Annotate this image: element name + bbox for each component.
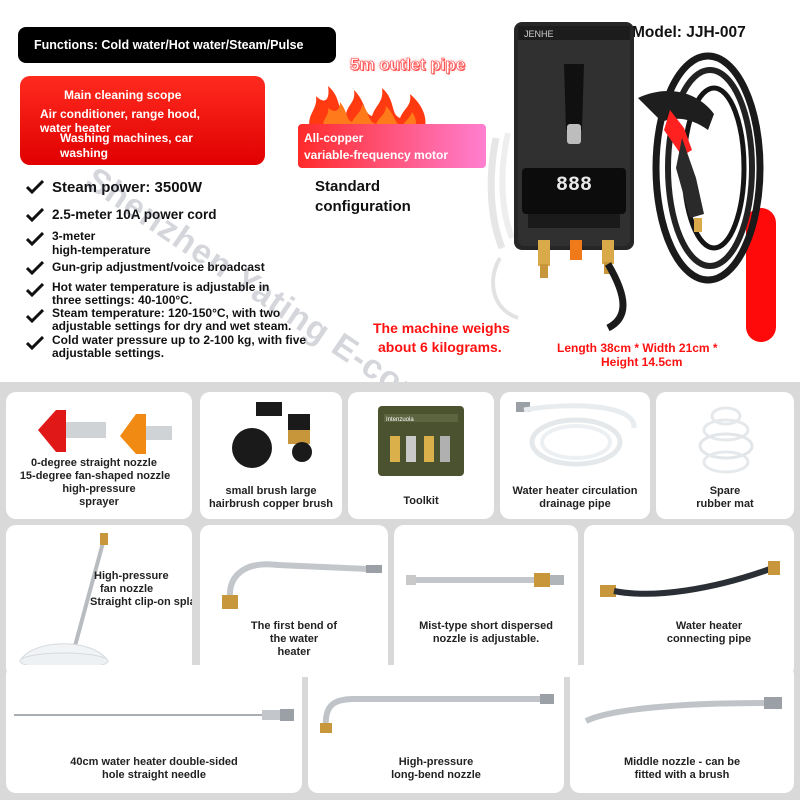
flame-icon [309,86,426,130]
nozzles-caption-3: high-pressure [62,483,136,495]
accessory-fan-nozzle: High-pressure fan nozzle Straight clip-o… [6,525,192,677]
weight-line-2: about 6 kilograms. [378,339,502,355]
middle-caption-2: fitted with a brush [634,769,730,781]
scope-title: Main cleaning scope [64,88,182,102]
feature-power-cord: 2.5-meter 10A power cord [52,207,217,222]
drain-pipe-image [516,402,637,467]
toolkit-image: Intenzuola [378,406,464,476]
nozzles-caption-2: 15-degree fan-shaped nozzle [19,470,171,482]
rubber-mat-image [698,406,754,474]
toolkit-caption: Toolkit [403,495,439,507]
feature-cold-pressure-2: adjustable settings. [52,346,165,360]
check-icon [26,336,44,350]
long-bend-image [320,694,554,733]
machine-display: 888 [556,174,592,197]
mist-caption-2: nozzle is adjustable. [432,633,540,645]
nozzles-caption-1: 0-degree straight nozzle [31,457,157,469]
accessory-toolkit: Intenzuola Toolkit [348,392,494,519]
accessory-connecting-pipe: Water heater connecting pipe [584,525,794,677]
middle-nozzle-image [584,697,782,724]
brush-caption-2: hairbrush copper brush [208,498,334,510]
scope-line-2: water heater [40,121,111,135]
accessory-brushes: small brush large hairbrush copper brush [200,392,342,519]
bend-caption-2: the water [269,633,319,645]
check-icon [26,180,44,194]
straight-needle-image [14,709,294,721]
dimensions-line-2: Height 14.5cm [601,355,683,369]
feature-steam-temp-1: Steam temperature: 120-150°C, with two [52,306,281,320]
scope-line-1: Air conditioner, range hood, [40,107,201,121]
accessories-grid: 0-degree straight nozzle 15-degree fan-s… [0,382,800,800]
feature-steam-temp-2: adjustable settings for dry and wet stea… [52,319,292,333]
weight-line-1: The machine weighs [373,320,510,336]
drain-caption-1: Water heater circulation [512,485,638,497]
cleaning-scope-box: Main cleaning scope Air conditioner, ran… [20,76,265,165]
scope-line-4: washing [60,146,109,160]
brush-caption-1: small brush large [225,485,317,497]
feature-cold-pressure-1: Cold water pressure up to 2-100 kg, with… [52,333,307,347]
check-icon [26,309,44,323]
standard-config-line-2: configuration [315,198,411,215]
scope-line-3: Washing machines, car [60,131,193,145]
fan-caption-3: Straight clip-on splash cover [90,596,192,608]
connecting-pipe-image [600,561,780,597]
motor-line-2: variable-frequency motor [304,148,449,162]
feature-steam-power: Steam power: 3500W [52,179,203,196]
check-icon [26,283,44,297]
accessory-straight-needle: 40cm water heater double-sided hole stra… [6,665,302,793]
check-icon [26,208,44,222]
dimensions-line-1: Length 38cm * Width 21cm * [557,341,718,355]
accessory-drain-pipe: Water heater circulation drainage pipe [500,392,650,519]
toolkit-brand: Intenzuola [386,417,414,423]
check-icon [26,232,44,246]
fan-caption-2: fan nozzle [100,583,154,595]
connect-caption-1: Water heater [675,620,743,632]
model-label: Model: JJH-007 [632,24,746,41]
accessory-nozzles: 0-degree straight nozzle 15-degree fan-s… [6,392,192,519]
needle-caption-1: 40cm water heater double-sided [70,756,238,768]
accessory-rubber-mat: Spare rubber mat [656,392,794,519]
accessory-long-bend-nozzle: High-pressure long-bend nozzle [308,665,564,793]
feature-hose-2: high-temperature [52,243,151,257]
motor-line-1: All-copper [304,131,364,145]
feature-hose-1: 3-meter [52,229,96,243]
brush-image [232,402,312,468]
bend-caption-1: The first bend of [250,620,338,632]
longbend-caption-2: long-bend nozzle [391,769,481,781]
accessory-mist-nozzle: Mist-type short dispersed nozzle is adju… [394,525,578,677]
drain-caption-2: drainage pipe [539,498,611,510]
accessory-first-bend: The first bend of the water heater [200,525,388,677]
steam-cleaner-machine-image: JENHE 888 [487,22,764,332]
connect-caption-2: connecting pipe [666,633,752,645]
outlet-pipe-label: 5m outlet pipe [350,55,466,75]
mist-caption-1: Mist-type short dispersed [419,620,553,632]
functions-banner: Functions: Cold water/Hot water/Steam/Pu… [18,27,336,63]
middle-caption-1: Middle nozzle - can be [623,756,741,768]
machine-brand: JENHE [524,29,554,39]
first-bend-image [222,561,382,609]
feature-gun-grip: Gun-grip adjustment/voice broadcast [52,260,265,274]
nozzle-image [38,410,172,454]
check-icon [26,261,44,275]
bend-caption-3: heater [277,646,311,658]
standard-config-line-1: Standard [315,178,381,195]
motor-box: All-copper variable-frequency motor [298,124,486,168]
needle-caption-2: hole straight needle [102,769,206,781]
mat-caption-2: rubber mat [696,498,754,510]
longbend-caption-1: High-pressure [398,756,474,768]
mist-nozzle-image [406,573,564,587]
fan-caption-1: High-pressure [94,570,169,582]
accessory-middle-nozzle: Middle nozzle - can be fitted with a bru… [570,665,794,793]
nozzles-caption-4: sprayer [79,496,119,508]
product-hero: Functions: Cold water/Hot water/Steam/Pu… [0,0,800,558]
feature-hot-water-1: Hot water temperature is adjustable in [52,280,270,294]
feature-hot-water-2: three settings: 40-100°C. [52,293,193,307]
mat-caption-1: Spare [709,485,741,497]
